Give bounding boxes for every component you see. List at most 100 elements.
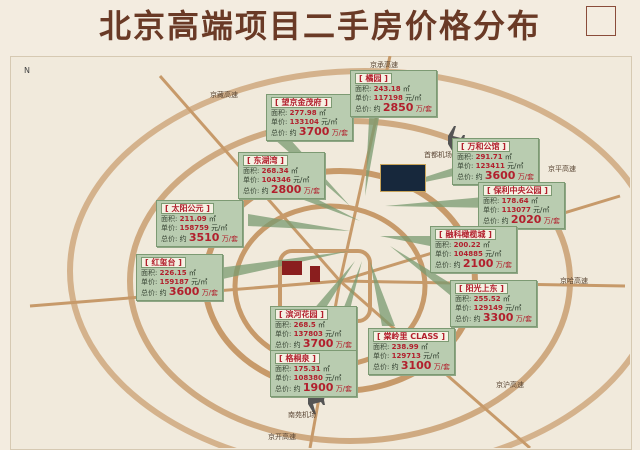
area-value: 268.5 [293, 321, 316, 329]
unit-price-value: 133104 [289, 118, 319, 126]
unit-price-label: 单价: [455, 304, 472, 312]
total-unit: 万/套 [433, 363, 451, 371]
project-card: [ 阳光上东 ] 面积: 255.52 ㎡ 单价: 129149 元/㎡ 总价:… [450, 280, 538, 327]
total-value: 2850 [382, 101, 414, 114]
project-name: [ 红玺台 ] [141, 257, 186, 268]
about-label: 约 [501, 217, 509, 225]
area-value: 268.34 [261, 167, 289, 175]
unit-price-label: 单价: [161, 224, 178, 232]
center-logo [380, 164, 426, 192]
area-unit: ㎡ [208, 215, 216, 223]
unit-price-value: 158759 [179, 224, 209, 232]
price-unit: 元/㎡ [505, 304, 522, 312]
project-name: [ 融科橄榄城 ] [435, 229, 496, 240]
area-unit: ㎡ [318, 109, 326, 117]
total-unit: 万/套 [415, 105, 433, 113]
total-label: 总价: [355, 105, 372, 113]
total-label: 总价: [435, 261, 452, 269]
area-unit: ㎡ [482, 241, 490, 249]
about-label: 约 [293, 385, 301, 393]
nanyuan-airport-label: 南苑机场 [288, 411, 316, 419]
beam-9 [390, 246, 458, 300]
total-unit: 万/套 [335, 385, 353, 393]
area-value: 226.15 [159, 269, 187, 277]
area-value: 175.31 [293, 365, 321, 373]
total-unit: 万/套 [335, 341, 353, 349]
total-label: 总价: [161, 235, 178, 243]
area-value: 277.98 [289, 109, 317, 117]
unit-price-value: 104346 [261, 176, 291, 184]
total-value: 3300 [482, 311, 514, 324]
total-label: 总价: [271, 129, 288, 137]
unit-price-label: 单价: [141, 278, 158, 286]
total-value: 2800 [270, 183, 302, 196]
price-unit: 元/㎡ [507, 162, 524, 170]
unit-price-label: 单价: [457, 162, 474, 170]
project-card: [ 融科橄榄城 ] 面积: 200.22 ㎡ 单价: 104885 元/㎡ 总价… [430, 226, 518, 273]
highway-label: 京开高速 [268, 433, 296, 441]
project-card: [ 太阳公元 ] 面积: 211.09 ㎡ 单价: 158759 元/㎡ 总价:… [156, 200, 244, 247]
unit-price-value: 129713 [391, 352, 421, 360]
area-unit: ㎡ [504, 153, 512, 161]
area-unit: ㎡ [502, 295, 510, 303]
project-name: [ 望京金茂府 ] [271, 97, 332, 108]
area-label: 面积: [455, 295, 472, 303]
unit-price-label: 单价: [275, 374, 292, 382]
page-title: 北京高端项目二手房价格分布 [98, 7, 541, 45]
total-value: 3600 [168, 285, 200, 298]
price-unit: 元/㎡ [211, 224, 228, 232]
area-label: 面积: [483, 197, 500, 205]
compass-north: N [24, 66, 30, 75]
area-value: 255.52 [473, 295, 501, 303]
about-label: 约 [475, 173, 483, 181]
total-label: 总价: [457, 173, 474, 181]
project-card: [ 万和公馆 ] 面积: 291.71 ㎡ 单价: 123411 元/㎡ 总价:… [452, 138, 540, 185]
project-name: [ 滨河花园 ] [275, 309, 328, 320]
about-label: 约 [473, 315, 481, 323]
total-value: 3510 [188, 231, 220, 244]
unit-price-value: 129149 [473, 304, 503, 312]
area-label: 面积: [271, 109, 288, 117]
beam-7 [380, 236, 440, 248]
highway-label: 京承高速 [370, 61, 398, 69]
price-unit: 元/㎡ [485, 250, 502, 258]
beam-11 [370, 261, 395, 326]
about-label: 约 [261, 187, 269, 195]
unit-price-label: 单价: [275, 330, 292, 338]
total-label: 总价: [275, 341, 292, 349]
about-label: 约 [293, 341, 301, 349]
unit-price-value: 137803 [293, 330, 323, 338]
price-unit: 元/㎡ [405, 94, 422, 102]
total-value: 2100 [462, 257, 494, 270]
area-unit: ㎡ [420, 343, 428, 351]
unit-price-label: 单价: [435, 250, 452, 258]
total-value: 3100 [400, 359, 432, 372]
total-value: 3600 [484, 169, 516, 182]
unit-price-label: 单价: [373, 352, 390, 360]
unit-price-label: 单价: [483, 206, 500, 214]
total-value: 3700 [298, 125, 330, 138]
project-name: [ 橘园 ] [355, 73, 392, 84]
about-label: 约 [373, 105, 381, 113]
area-value: 178.64 [501, 197, 529, 205]
area-label: 面积: [275, 321, 292, 329]
about-label: 约 [159, 289, 167, 297]
total-value: 2020 [510, 213, 542, 226]
area-label: 面积: [355, 85, 372, 93]
unit-price-value: 104885 [453, 250, 483, 258]
project-card: [ 格桐泉 ] 面积: 175.31 ㎡ 单价: 108380 元/㎡ 总价: … [270, 350, 358, 397]
project-card: [ 棠岭里 CLASS ] 面积: 238.99 ㎡ 单价: 129713 元/… [368, 328, 456, 375]
project-name: [ 格桐泉 ] [275, 353, 320, 364]
area-unit: ㎡ [188, 269, 196, 277]
price-unit: 元/㎡ [191, 278, 208, 286]
project-name: [ 阳光上东 ] [455, 283, 508, 294]
beam-10 [312, 261, 355, 314]
highway-label: 京沪高速 [496, 381, 524, 389]
project-name: [ 东湖湾 ] [243, 155, 288, 166]
area-value: 238.99 [391, 343, 419, 351]
unit-price-value: 117198 [373, 94, 403, 102]
project-card: [ 橘园 ] 面积: 243.18 ㎡ 单价: 117198 元/㎡ 总价: 约… [350, 70, 438, 117]
area-unit: ㎡ [530, 197, 538, 205]
area-label: 面积: [243, 167, 260, 175]
total-unit: 万/套 [303, 187, 321, 195]
